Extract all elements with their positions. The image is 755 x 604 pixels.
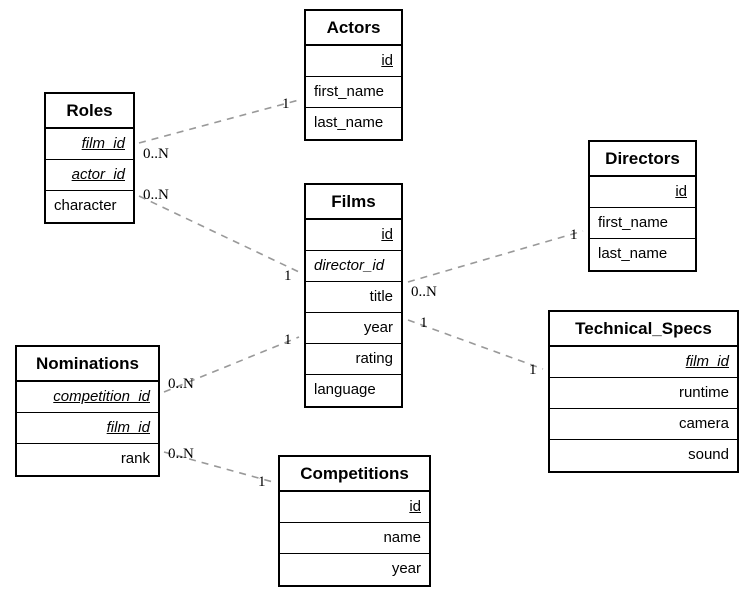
entity-actors[interactable]: Actors id first_name last_name (304, 9, 403, 141)
attribute-competitions-name[interactable]: name (280, 523, 429, 554)
attribute-label: last_name (314, 114, 384, 131)
attribute-technical_specs-camera[interactable]: camera (550, 409, 737, 440)
attribute-label: competition_id (53, 388, 150, 405)
attribute-label: director_id (314, 257, 385, 274)
attribute-label: language (314, 381, 376, 398)
attribute-competitions-year[interactable]: year (280, 554, 429, 585)
attribute-films-rating[interactable]: rating (306, 344, 401, 375)
attribute-actors-id[interactable]: id (306, 46, 401, 77)
cardinality-label-films-technical_specs-from: 1 (420, 315, 428, 331)
attribute-films-id[interactable]: id (306, 220, 401, 251)
entity-roles[interactable]: Roles film_id actor_id character (44, 92, 135, 224)
attribute-label: first_name (598, 214, 669, 231)
attribute-label: year (391, 560, 421, 577)
cardinality-label-roles-actors-from: 0..N (143, 146, 169, 162)
entity-competitions[interactable]: Competitions id name year (278, 455, 431, 587)
entity-title-technical_specs: Technical_Specs (550, 312, 737, 347)
attribute-label: id (675, 183, 687, 200)
cardinality-label-nominations-films-from: 0..N (168, 376, 194, 392)
attribute-label: name (383, 529, 421, 546)
attribute-label: film_id (685, 353, 729, 370)
attribute-directors-last_name[interactable]: last_name (590, 239, 695, 270)
cardinality-label-films-directors-to: 1 (570, 227, 578, 243)
entity-title-nominations: Nominations (17, 347, 158, 382)
attribute-label: runtime (678, 384, 729, 401)
attribute-label: id (381, 226, 393, 243)
attribute-label: title (369, 288, 393, 305)
attribute-label: rank (120, 450, 150, 467)
attribute-label: camera (678, 415, 729, 432)
entity-title-competitions: Competitions (280, 457, 429, 492)
entity-directors[interactable]: Directors id first_name last_name (588, 140, 697, 272)
cardinality-label-nominations-competitions-from: 0..N (168, 446, 194, 462)
attribute-label: film_id (81, 135, 125, 152)
attribute-films-language[interactable]: language (306, 375, 401, 406)
attribute-nominations-competition_id[interactable]: competition_id (17, 382, 158, 413)
attribute-films-director_id[interactable]: director_id (306, 251, 401, 282)
relationship-line-roles-actors (138, 99, 300, 144)
attribute-actors-first_name[interactable]: first_name (306, 77, 401, 108)
relationship-line-films-technical_specs (407, 319, 544, 370)
attribute-technical_specs-runtime[interactable]: runtime (550, 378, 737, 409)
attribute-directors-id[interactable]: id (590, 177, 695, 208)
cardinality-label-nominations-films-to: 1 (284, 332, 292, 348)
attribute-competitions-id[interactable]: id (280, 492, 429, 523)
entity-title-actors: Actors (306, 11, 401, 46)
attribute-films-year[interactable]: year (306, 313, 401, 344)
entity-title-directors: Directors (590, 142, 695, 177)
entity-title-roles: Roles (46, 94, 133, 129)
attribute-label: film_id (106, 419, 150, 436)
attribute-technical_specs-film_id[interactable]: film_id (550, 347, 737, 378)
attribute-roles-film_id[interactable]: film_id (46, 129, 133, 160)
cardinality-label-roles-actors-to: 1 (282, 96, 290, 112)
attribute-roles-actor_id[interactable]: actor_id (46, 160, 133, 191)
attribute-technical_specs-sound[interactable]: sound (550, 440, 737, 471)
cardinality-label-roles-films-to: 1 (284, 268, 292, 284)
entity-title-films: Films (306, 185, 401, 220)
attribute-label: last_name (598, 245, 668, 262)
cardinality-label-films-directors-from: 0..N (411, 284, 437, 300)
attribute-label: first_name (314, 83, 385, 100)
attribute-label: character (54, 197, 117, 214)
attribute-directors-first_name[interactable]: first_name (590, 208, 695, 239)
attribute-label: sound (688, 446, 729, 463)
cardinality-label-films-technical_specs-to: 1 (529, 362, 537, 378)
cardinality-label-nominations-competitions-to: 1 (258, 474, 266, 490)
attribute-label: id (381, 52, 393, 69)
relationship-line-roles-films (138, 195, 300, 273)
attribute-actors-last_name[interactable]: last_name (306, 108, 401, 139)
attribute-nominations-rank[interactable]: rank (17, 444, 158, 475)
attribute-label: year (363, 319, 393, 336)
attribute-label: id (409, 498, 421, 515)
attribute-label: rating (355, 350, 393, 367)
relationship-line-films-directors (407, 230, 584, 283)
attribute-films-title[interactable]: title (306, 282, 401, 313)
cardinality-label-roles-films-from: 0..N (143, 187, 169, 203)
attribute-roles-character[interactable]: character (46, 191, 133, 222)
attribute-nominations-film_id[interactable]: film_id (17, 413, 158, 444)
attribute-label: actor_id (71, 166, 125, 183)
